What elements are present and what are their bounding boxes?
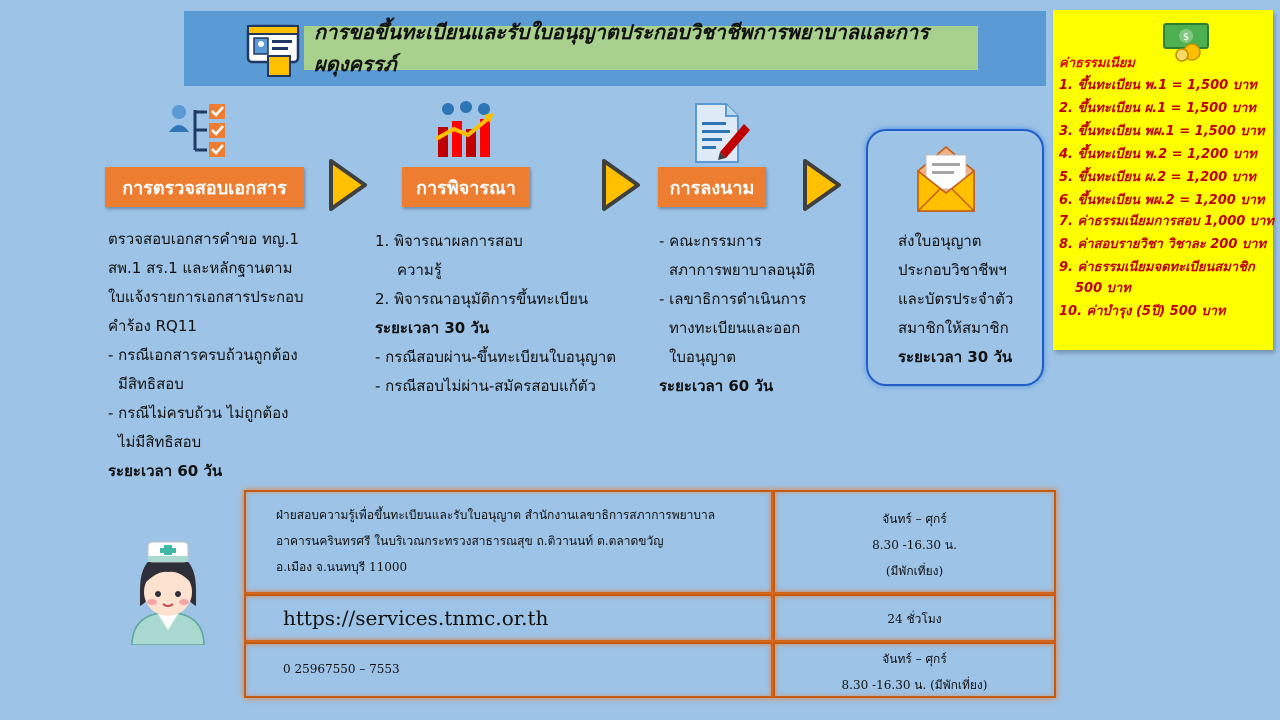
step-delivery-desc: ส่งใบอนุญาต ประกอบวิชาชีพฯ และบัตรประจำต… <box>898 227 1013 372</box>
step-consideration: การพิจารณา <box>402 167 530 207</box>
arrow-right-icon <box>801 157 843 217</box>
fee-title: ค่าธรรมเนียม <box>1059 56 1135 71</box>
step-delivery-box <box>866 129 1044 386</box>
contact-address-hours: จันทร์ – ศุกร์ 8.30 -16.30 น. (มีพักเที่… <box>872 512 957 578</box>
id-card-icon <box>246 22 302 78</box>
fee-item: 3. ขึ้นทะเบียน พผ.1 = 1,500 บาท <box>1059 124 1265 139</box>
contact-website-hours: 24 ชั่วโมง <box>887 612 942 626</box>
fee-item: 4. ขึ้นทะเบียน พ.2 = 1,200 บาท <box>1059 147 1257 162</box>
checklist-icon <box>165 100 229 162</box>
fee-item: 6. ขึ้นทะเบียน พผ.2 = 1,200 บาท <box>1059 193 1265 208</box>
contact-phone-cell <box>244 642 773 698</box>
fee-item: 9. ค่าธรรมเนียมจดทะเบียนสมาชิก <box>1059 260 1255 275</box>
arrow-right-icon <box>327 157 369 217</box>
envelope-icon <box>914 143 978 215</box>
fee-note <box>1053 10 1273 350</box>
contact-phone-hours-cell <box>773 642 1056 698</box>
contact-website-hours-cell <box>773 594 1056 642</box>
contact-website-link[interactable]: https://services.tnmc.or.th <box>283 606 549 630</box>
fee-item: 10. ค่าบำรุง (5ปี) 500 บาท <box>1059 304 1226 319</box>
fee-item: 7. ค่าธรรมเนียมการสอบ 1,000 บาท <box>1059 214 1274 229</box>
document-sign-icon <box>690 102 752 164</box>
step-consideration-desc: 1. พิจารณาผลการสอบ ความรู้ 2. พิจารณาอนุ… <box>375 232 616 395</box>
arrow-right-icon <box>600 157 642 217</box>
contact-address-hours-cell <box>773 490 1056 594</box>
fee-item: 500 บาท <box>1075 281 1131 296</box>
fee-item: 2. ขึ้นทะเบียน ผ.1 = 1,500 บาท <box>1059 101 1256 116</box>
step-document-check-desc: ตรวจสอบเอกสารคำขอ ทญ.1 สพ.1 สร.1 และหลัก… <box>108 225 304 486</box>
chart-icon <box>434 99 496 159</box>
nurse-icon <box>118 540 218 646</box>
contact-website-cell <box>244 594 773 642</box>
contact-phone: 0 25967550 – 7553 <box>283 662 400 676</box>
contact-address-cell <box>244 490 773 594</box>
contact-phone-hours: จันทร์ – ศุกร์ 8.30 -16.30 น. (มีพักเที่… <box>841 652 988 692</box>
svg-text:$: $ <box>1183 32 1189 43</box>
fee-item: 8. ค่าสอบรายวิชา วิชาละ 200 บาท <box>1059 237 1267 252</box>
step-signing: การลงนาม <box>658 167 766 207</box>
step-signing-desc: - คณะกรรมการ สภาการพยาบาลอนุมัติ - เลขาธ… <box>659 227 815 401</box>
step-document-check: การตรวจสอบเอกสาร <box>105 167 304 207</box>
fee-item: 5. ขึ้นทะเบียน ผ.2 = 1,200 บาท <box>1059 170 1256 185</box>
step-consideration-duration: ระยะเวลา 30 วัน <box>375 319 490 337</box>
contact-address: ฝ่ายสอบความรู้เพื่อขึ้นทะเบียนและรับใบอน… <box>276 508 716 574</box>
money-icon: $ <box>1162 22 1210 62</box>
step-signing-duration: ระยะเวลา 60 วัน <box>659 377 774 395</box>
fee-item: 1. ขึ้นทะเบียน พ.1 = 1,500 บาท <box>1059 78 1257 93</box>
step-document-check-duration: ระยะเวลา 60 วัน <box>108 462 223 480</box>
page-title: การขอขึ้นทะเบียนและรับใบอนุญาตประกอบวิชา… <box>304 20 978 76</box>
step-delivery-duration: ระยะเวลา 30 วัน <box>898 348 1013 366</box>
